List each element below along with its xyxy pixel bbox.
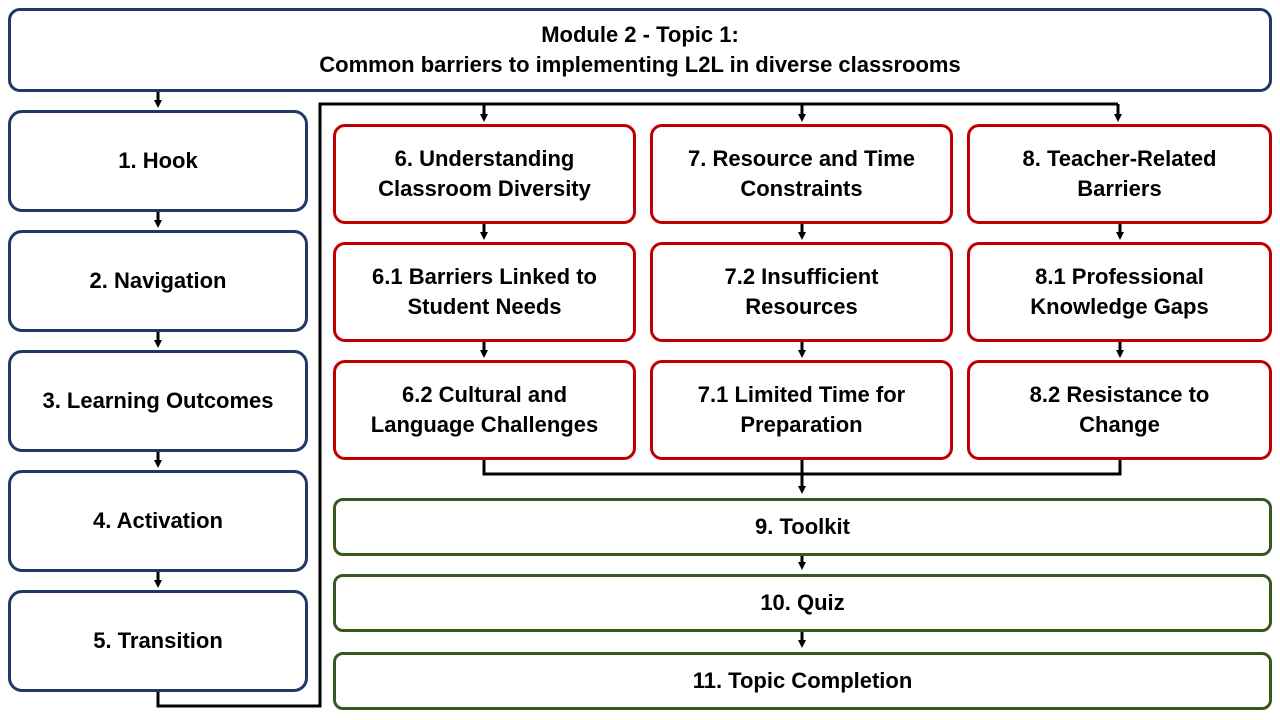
box-label-line: 8.1 Professional [1035, 264, 1204, 289]
title-line-1: Module 2 - Topic 1: [541, 22, 739, 47]
barrier-6-heading[interactable]: 6. Understanding Classroom Diversity [333, 124, 636, 224]
page-title: Module 2 - Topic 1: Common barriers to i… [8, 8, 1272, 92]
step-navigation[interactable]: 2. Navigation [8, 230, 308, 332]
box-label-line: 7.2 Insufficient [724, 264, 879, 289]
box-label-line: Preparation [740, 412, 863, 437]
step-learning-outcomes[interactable]: 3. Learning Outcomes [8, 350, 308, 452]
step-label: 4. Activation [93, 508, 223, 533]
box-label-line: Barriers [1077, 176, 1162, 201]
box-label-line: Language Challenges [370, 412, 599, 437]
box-label-line: Knowledge Gaps [1030, 294, 1209, 319]
step-topic-completion[interactable]: 11. Topic Completion [333, 652, 1272, 710]
box-label-line: Classroom Diversity [378, 176, 591, 201]
barrier-8-2[interactable]: 8.2 Resistance to Change [967, 360, 1272, 460]
step-label: 9. Toolkit [755, 514, 850, 539]
step-hook[interactable]: 1. Hook [8, 110, 308, 212]
box-label-line: Constraints [740, 176, 863, 201]
box-label-line: 6.2 Cultural and [401, 382, 568, 407]
step-label: 2. Navigation [89, 268, 227, 293]
step-label: 5. Transition [93, 628, 223, 653]
barrier-7-2[interactable]: 7.2 Insufficient Resources [650, 242, 953, 342]
barrier-7-1[interactable]: 7.1 Limited Time for Preparation [650, 360, 953, 460]
box-label-line: Change [1079, 412, 1160, 437]
box-label-line: Student Needs [407, 294, 562, 319]
box-label-line: Resources [745, 294, 858, 319]
box-label-line: 6.1 Barriers Linked to [372, 264, 597, 289]
barrier-6-1[interactable]: 6.1 Barriers Linked to Student Needs [333, 242, 636, 342]
step-label: 10. Quiz [760, 590, 845, 615]
step-label: 3. Learning Outcomes [42, 388, 274, 413]
barrier-7-heading[interactable]: 7. Resource and Time Constraints [650, 124, 953, 224]
step-transition[interactable]: 5. Transition [8, 590, 308, 692]
box-label-line: 8. Teacher-Related [1022, 146, 1217, 171]
step-toolkit[interactable]: 9. Toolkit [333, 498, 1272, 556]
box-label-line: 6. Understanding [394, 146, 575, 171]
title-line-2: Common barriers to implementing L2L in d… [319, 52, 961, 77]
barrier-8-heading[interactable]: 8. Teacher-Related Barriers [967, 124, 1272, 224]
step-label: 11. Topic Completion [692, 668, 913, 693]
box-label-line: 7. Resource and Time [687, 146, 915, 171]
box-label-line: 8.2 Resistance to [1029, 382, 1210, 407]
box-label-line: 7.1 Limited Time for [697, 382, 906, 407]
step-activation[interactable]: 4. Activation [8, 470, 308, 572]
barrier-6-2[interactable]: 6.2 Cultural and Language Challenges [333, 360, 636, 460]
step-quiz[interactable]: 10. Quiz [333, 574, 1272, 632]
step-label: 1. Hook [118, 148, 198, 173]
barrier-8-1[interactable]: 8.1 Professional Knowledge Gaps [967, 242, 1272, 342]
